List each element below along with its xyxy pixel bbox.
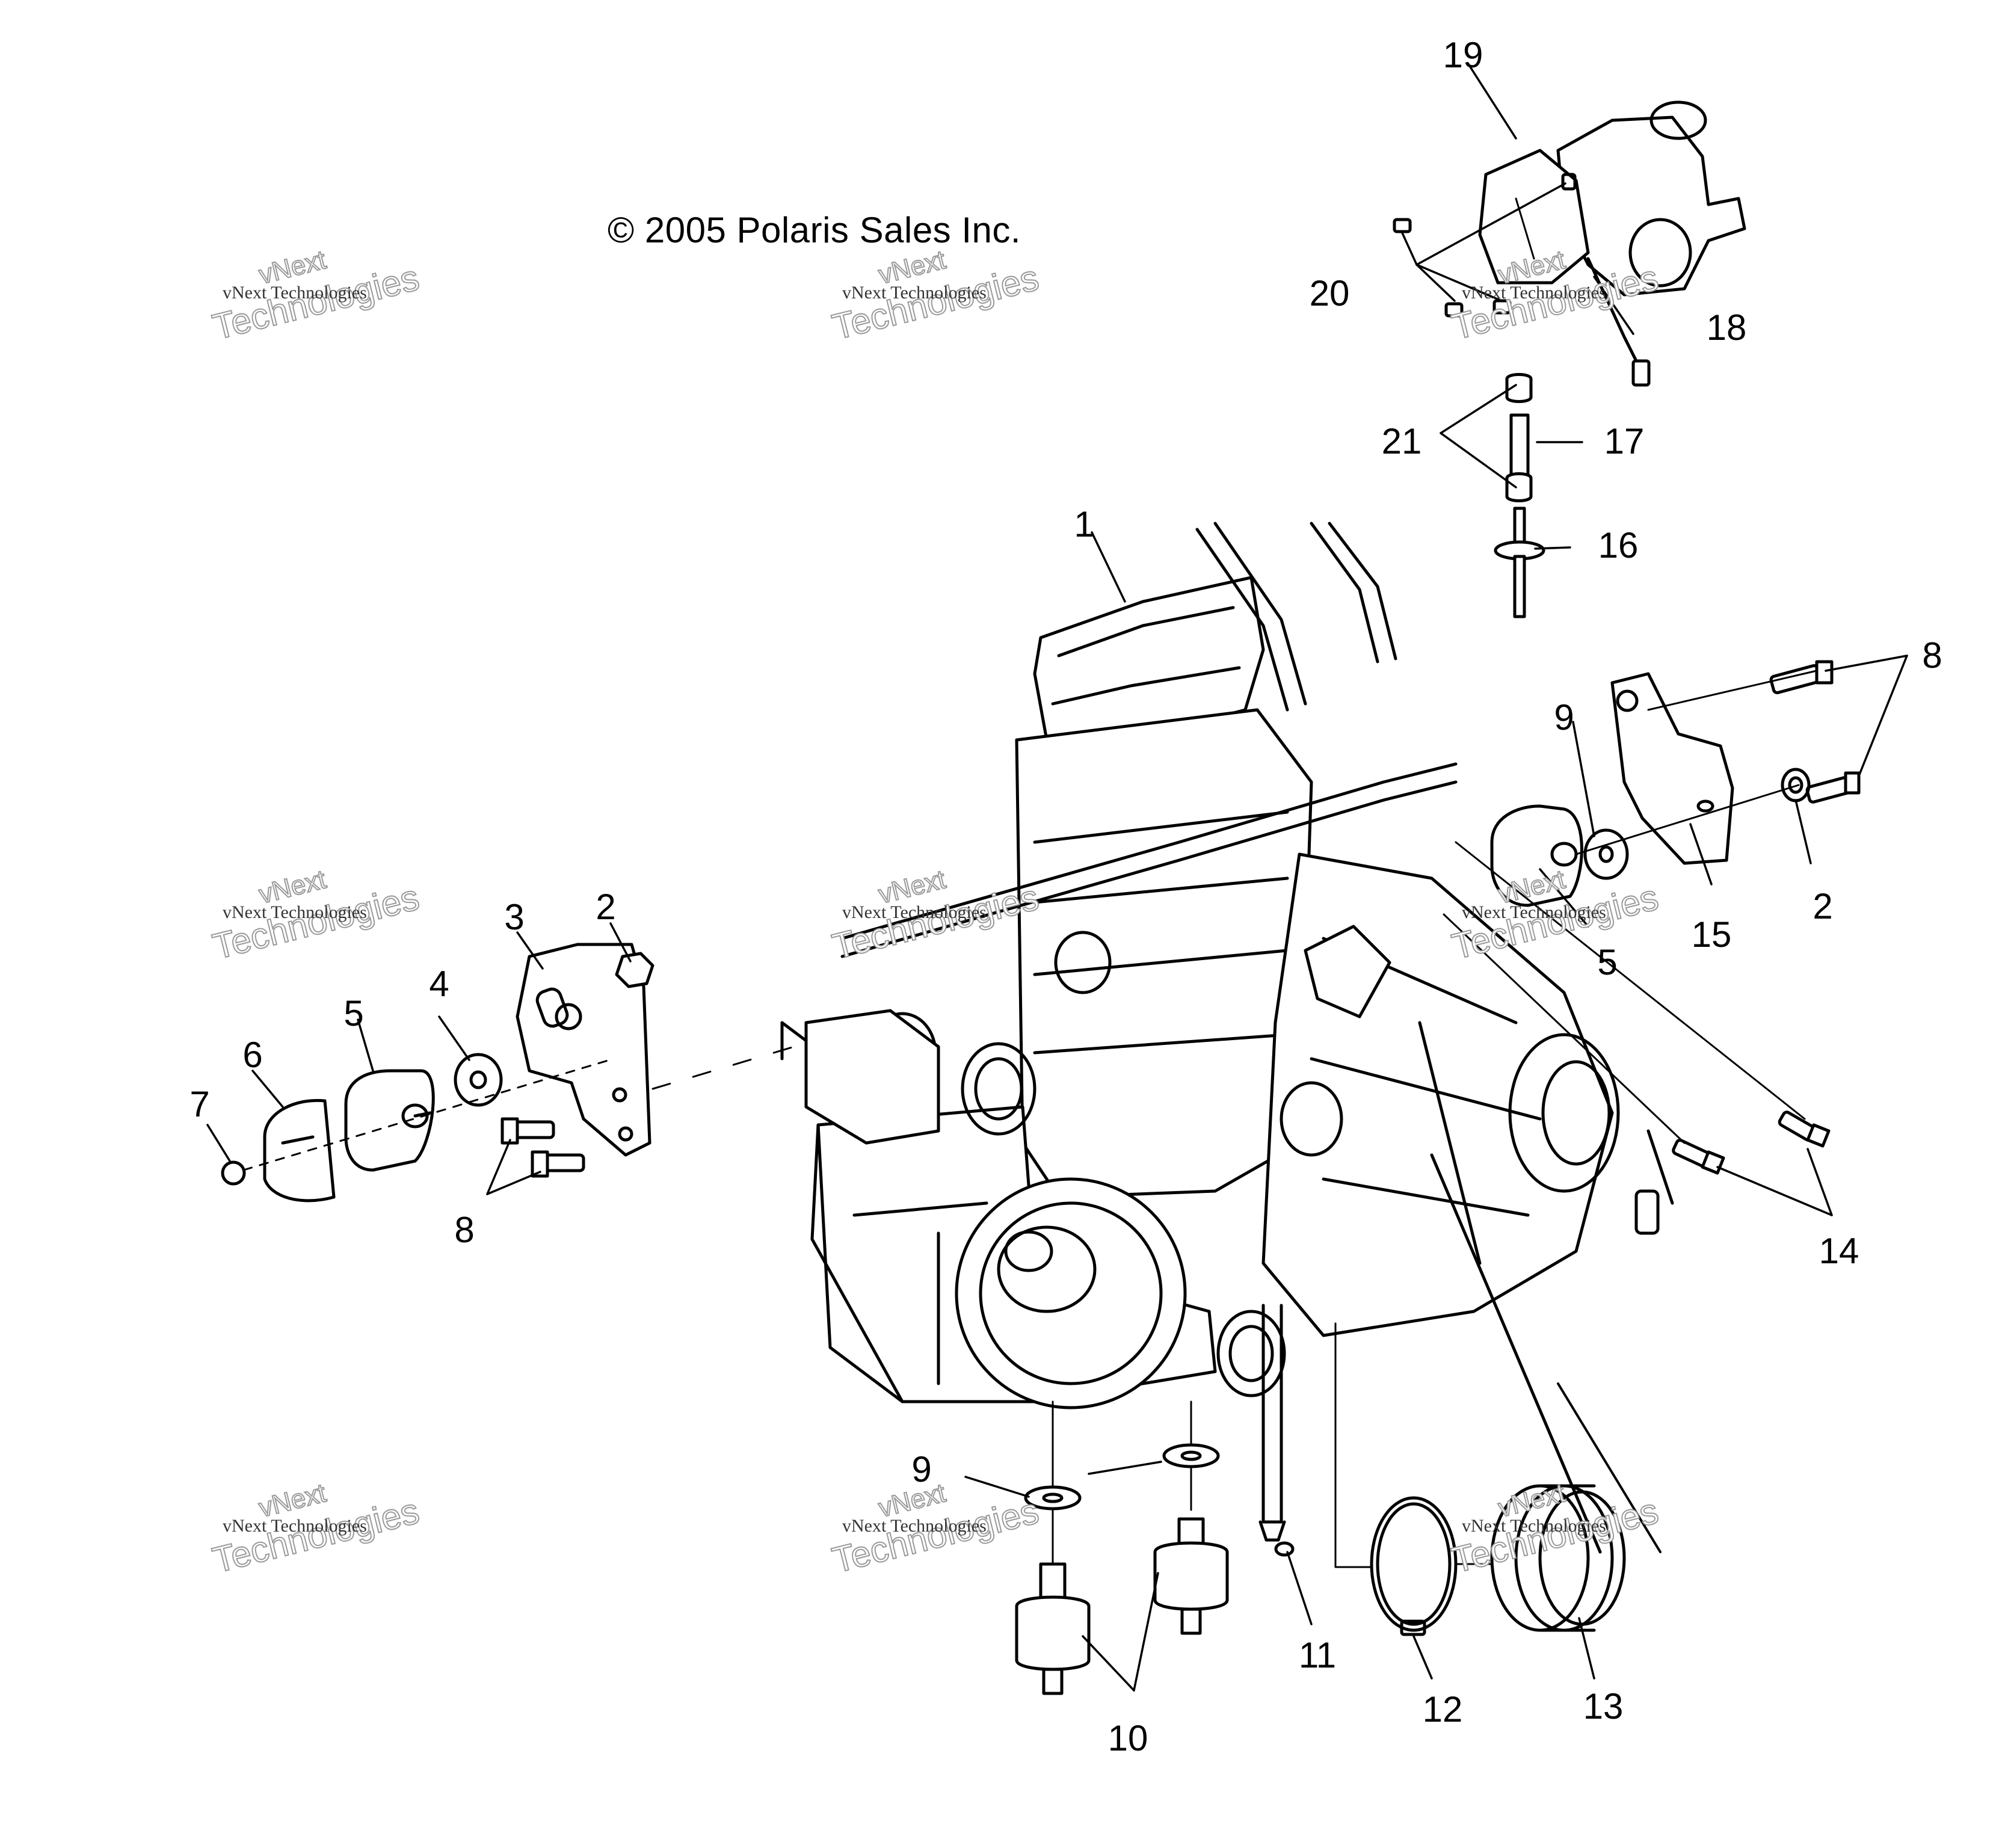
callout-3: 3: [504, 897, 525, 937]
callout-14: 14: [1819, 1231, 1859, 1271]
callout-8: 8: [454, 1210, 475, 1250]
callout-2: 2: [596, 887, 616, 927]
copyright-notice: © 2005 Polaris Sales Inc.: [608, 210, 1021, 250]
lower-parts-group: [1258, 1304, 1662, 1636]
intake-boot: [804, 1009, 940, 1145]
left-mount-group: [221, 943, 795, 1203]
callout-1: 1: [1074, 504, 1094, 544]
fuel-rail: [840, 762, 1458, 940]
pulley: [955, 1177, 1187, 1409]
callout-19: 19: [1443, 35, 1483, 75]
right-mount-group: [1443, 660, 1861, 1175]
callout-13: 13: [1583, 1686, 1624, 1726]
callout-6: 6: [242, 1035, 263, 1075]
callout-17: 17: [1604, 421, 1645, 461]
throttle-body-group: [1393, 100, 1746, 618]
callout-9: 9: [1554, 697, 1574, 738]
callout-9: 9: [911, 1449, 932, 1489]
leader-lines: [206, 62, 1908, 1692]
left-mount-bracket: [516, 943, 651, 1157]
callout-2: 2: [1813, 886, 1833, 926]
callout-10: 10: [1107, 1718, 1148, 1758]
callout-12: 12: [1422, 1689, 1463, 1729]
bottom-mount-group: [1015, 1400, 1229, 1695]
callout-5: 5: [1597, 942, 1618, 982]
callout-8: 8: [1922, 635, 1942, 676]
callout-4: 4: [429, 964, 449, 1004]
engine-block-group: [780, 522, 1674, 1554]
callout-15: 15: [1691, 914, 1732, 955]
breather-tube: [1195, 528, 1289, 712]
callout-7: 7: [189, 1084, 210, 1124]
right-mount-bracket: [1610, 672, 1734, 865]
callout-18: 18: [1706, 307, 1747, 348]
cylinder-block: [1015, 708, 1313, 1199]
callout-21: 21: [1381, 421, 1422, 461]
callout-11: 11: [1298, 1635, 1337, 1675]
callout-5: 5: [343, 993, 364, 1033]
callout-20: 20: [1309, 273, 1350, 313]
throttle-sensor: [1478, 149, 1590, 285]
throttle-body: [1556, 116, 1746, 297]
callout-16: 16: [1598, 525, 1639, 565]
